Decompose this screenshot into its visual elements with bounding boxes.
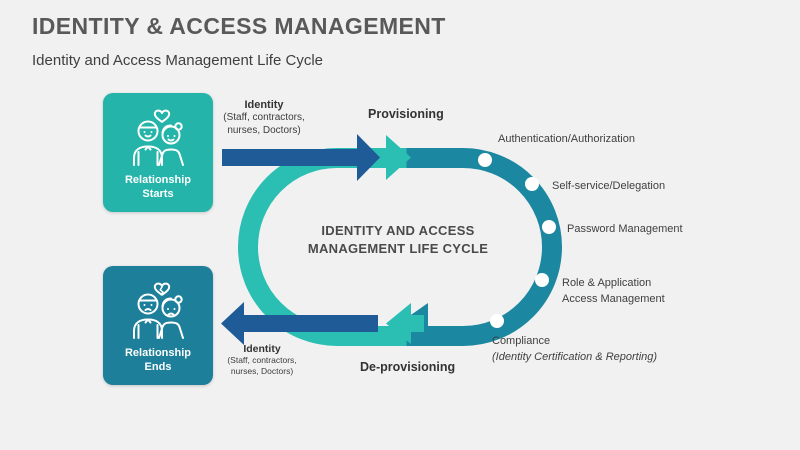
provisioning-label: Provisioning xyxy=(368,107,444,121)
relationship-ends-line2: Ends xyxy=(144,361,172,373)
relationship-starts-label: Relationship Starts xyxy=(103,173,213,201)
relationship-ends-line1: Relationship xyxy=(124,347,191,359)
page-title: IDENTITY & ACCESS MANAGEMENT xyxy=(32,13,446,39)
ring-center-title: IDENTITY AND ACCESS MANAGEMENT LIFE CYCL… xyxy=(298,222,498,258)
identity-top-sub1: (Staff, contractors, xyxy=(223,112,305,123)
stage-self-service-text: Self-service/Delegation xyxy=(552,180,666,192)
identity-bottom-sub1: (Staff, contractors, xyxy=(227,355,297,365)
deprovisioning-label: De-provisioning xyxy=(360,360,456,374)
identity-note-top: Identity (Staff, contractors, nurses, Do… xyxy=(205,99,323,137)
couple-heart-icon xyxy=(133,109,184,166)
stage-compliance: Compliance (Identity Certification & Rep… xyxy=(492,333,657,365)
ring-dot-password xyxy=(542,220,556,234)
ring-dot-self-service xyxy=(525,177,539,191)
identity-top-title: Identity xyxy=(244,99,284,111)
ring-center-title-line2: MANAGEMENT LIFE CYCLE xyxy=(307,241,489,256)
ring-dot-role xyxy=(535,273,549,287)
relationship-ends-label: Relationship Ends xyxy=(103,346,213,374)
stage-authentication-text: Authentication/Authorization xyxy=(498,133,635,145)
relationship-starts-card: Relationship Starts xyxy=(103,93,213,212)
ring-dot-authentication xyxy=(478,153,492,167)
stage-self-service: Self-service/Delegation xyxy=(552,178,665,194)
identity-top-sub2: nurses, Doctors) xyxy=(227,125,301,136)
relationship-starts-line1: Relationship xyxy=(124,174,191,186)
relationship-ends-card: Relationship Ends xyxy=(103,266,213,385)
stage-password: Password Management xyxy=(567,221,683,237)
stage-role-line1: Role & Application xyxy=(562,277,652,289)
identity-note-bottom: Identity (Staff, contractors, nurses, Do… xyxy=(210,343,314,377)
stage-role: Role & Application Access Management xyxy=(562,275,665,307)
stage-authentication: Authentication/Authorization xyxy=(498,131,635,147)
stage-password-text: Password Management xyxy=(567,223,683,235)
stage-compliance-line2: (Identity Certification & Reporting) xyxy=(492,351,658,363)
couple-broken-heart-icon xyxy=(133,282,184,339)
page-subtitle: Identity and Access Management Life Cycl… xyxy=(32,52,323,69)
ring-dot-compliance xyxy=(490,314,504,328)
identity-bottom-title: Identity xyxy=(243,343,281,355)
relationship-starts-line2: Starts xyxy=(142,188,174,200)
ring-center-title-line1: IDENTITY AND ACCESS xyxy=(321,223,475,238)
stage-role-line2: Access Management xyxy=(562,293,665,305)
identity-bottom-sub2: nurses, Doctors) xyxy=(230,366,294,376)
stage-compliance-line1: Compliance xyxy=(492,335,551,347)
